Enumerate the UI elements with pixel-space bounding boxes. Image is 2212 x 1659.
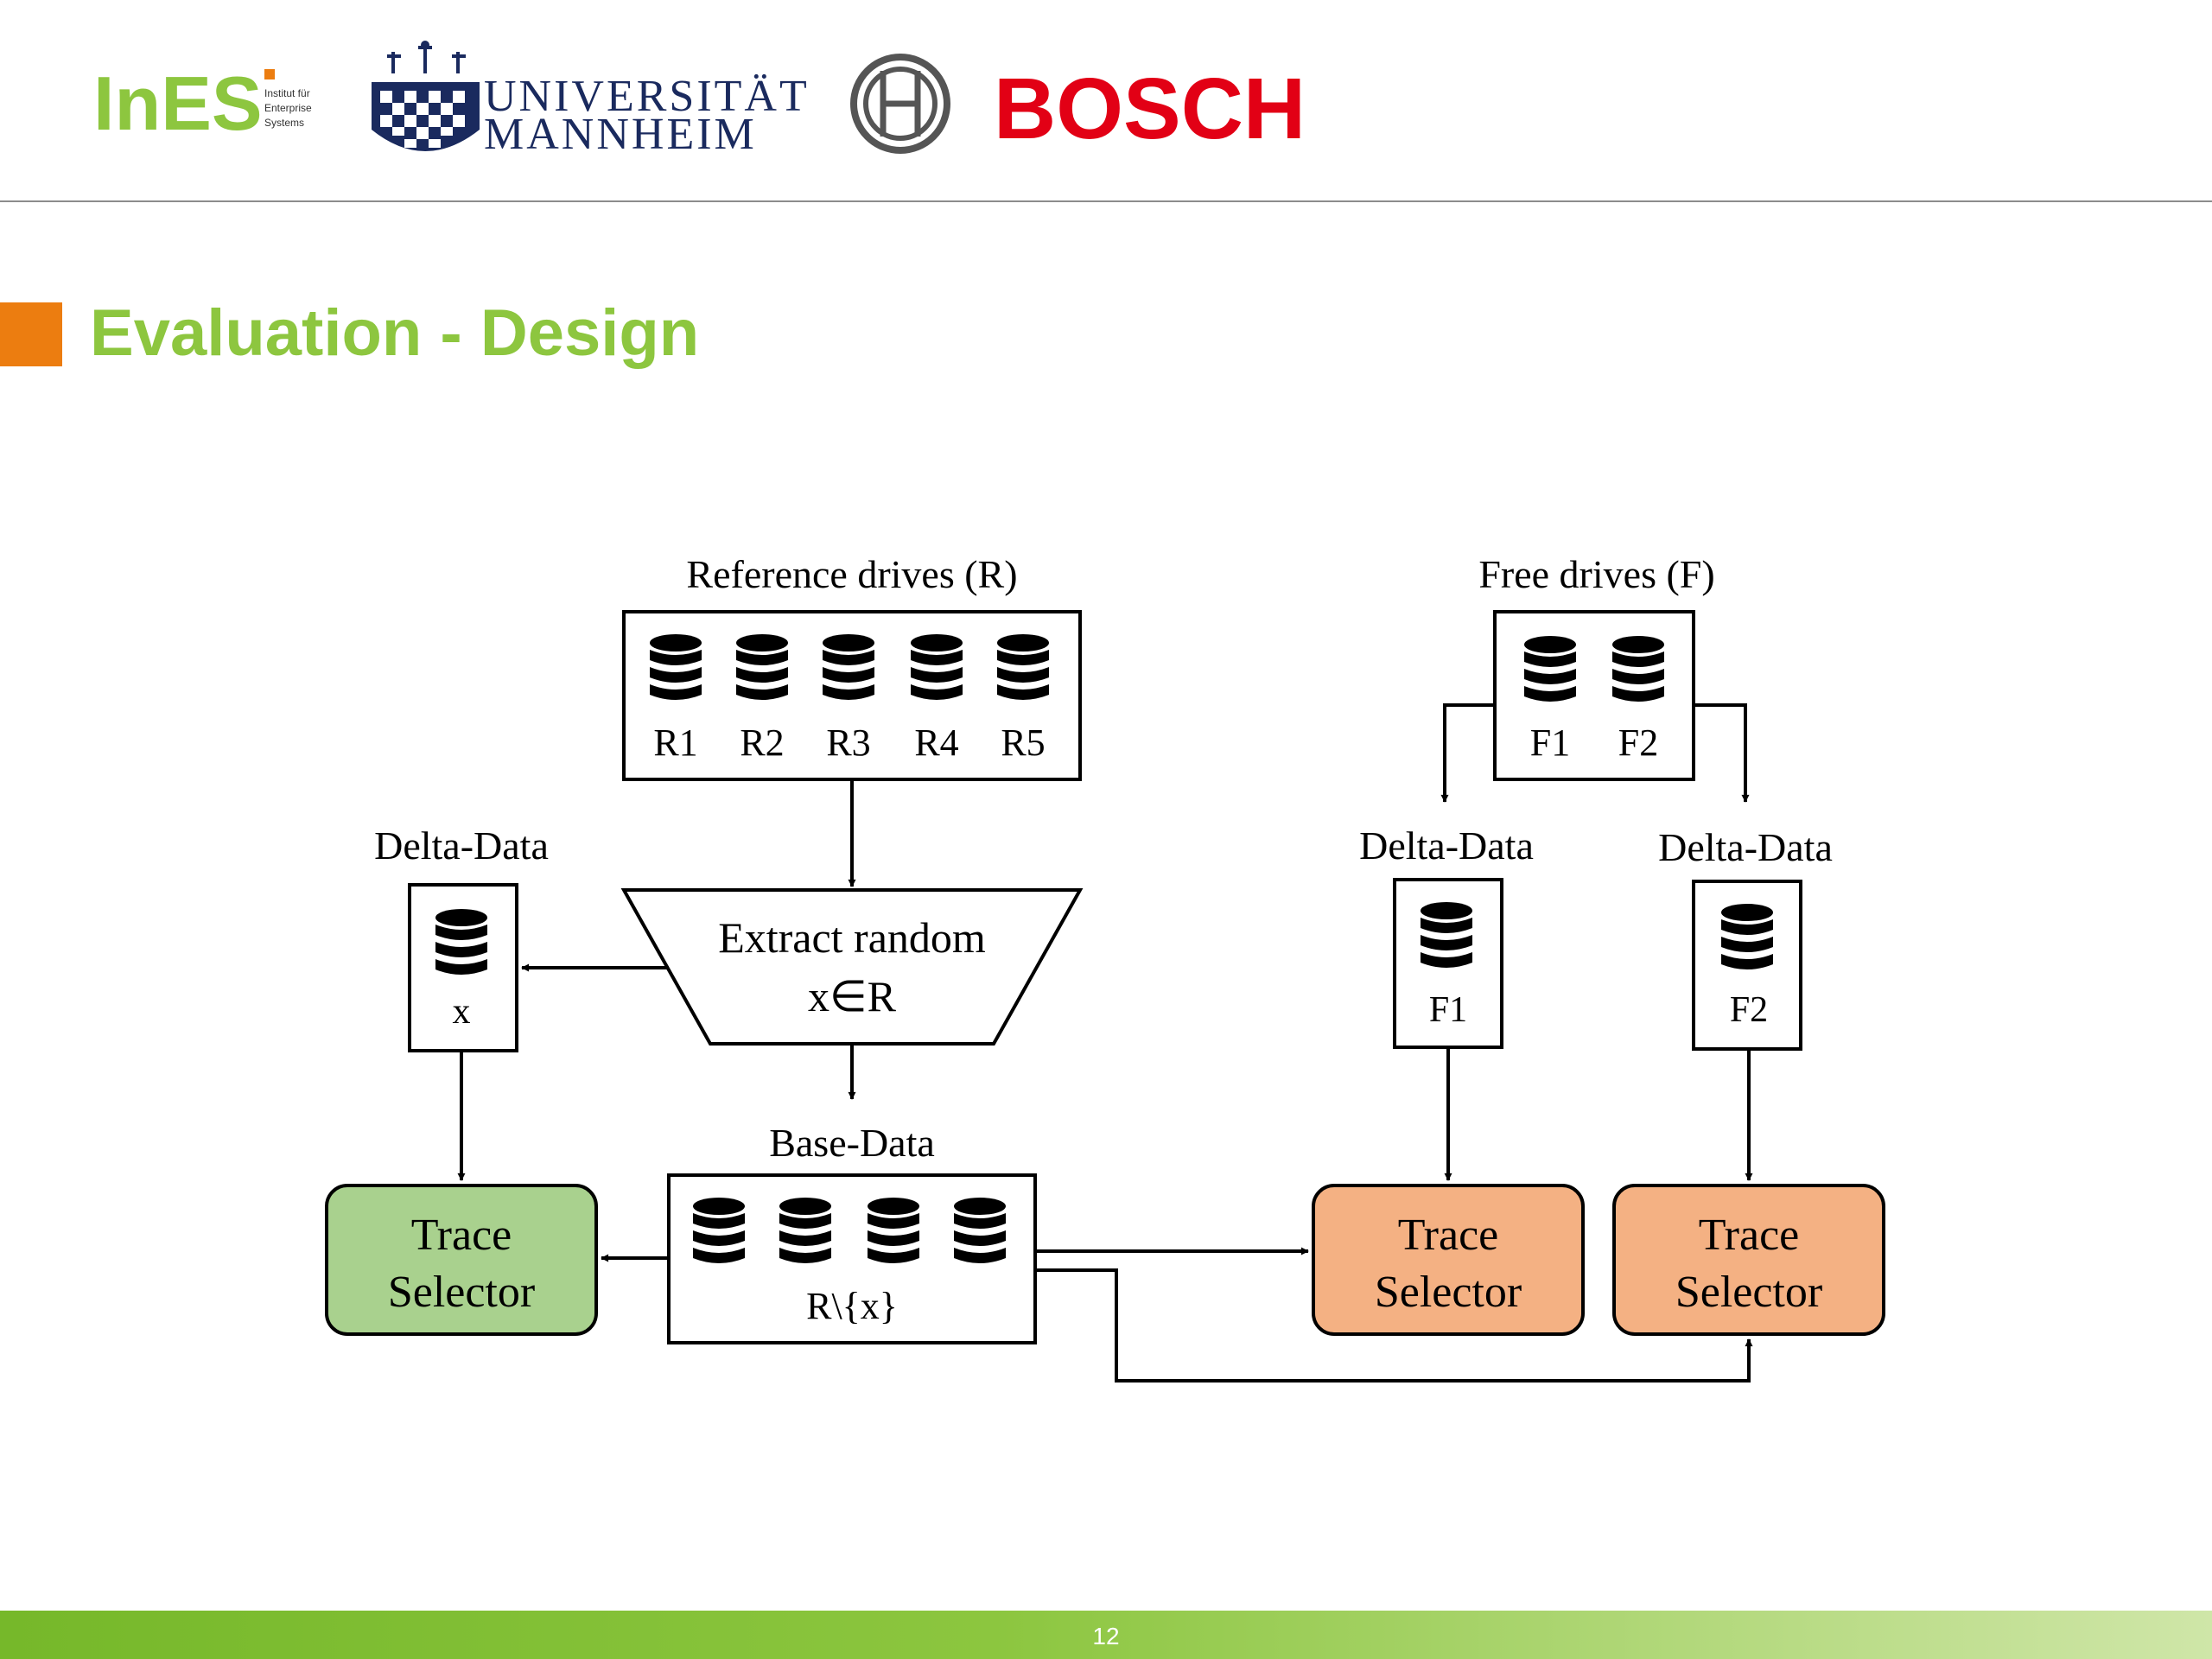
ines-sub-3: Systems (264, 117, 304, 129)
slide-header: InES Institut für Enterprise Systems UNI… (0, 0, 2212, 200)
arrow-free-to-delta-f1 (1440, 703, 1495, 803)
delta-data-f1-label: Delta-Data (1359, 823, 1534, 868)
trace-selector-line-2: Selector (388, 1268, 535, 1317)
reference-drives-group: Reference drives (R) R1 R2 R3 R4 R5 (622, 552, 1082, 781)
uni-crest-icon (372, 41, 480, 151)
bosch-armature-icon (850, 54, 950, 154)
bosch-logo: BOSCH (850, 54, 1306, 157)
base-data-label: Base-Data (769, 1121, 935, 1165)
delta-data-x-item: x (453, 992, 471, 1032)
uni-mannheim-logo: UNIVERSITÄT MANNHEIM (372, 41, 810, 159)
connectors (457, 703, 1753, 1382)
free-drives-label: Free drives (F) (1478, 552, 1714, 596)
extract-line-2: x∈R (808, 972, 897, 1020)
delta-data-f2-group: Delta-Data F2 (1658, 825, 1833, 1051)
base-data-item: R\{x} (806, 1285, 898, 1327)
drive-label-f1: F1 (1530, 721, 1570, 764)
trace-selector-f1: Trace Selector (1312, 1184, 1585, 1336)
delta-data-f2-label: Delta-Data (1658, 825, 1833, 869)
ines-logo-text: InES (93, 60, 263, 146)
arrow-base-to-f2-selector (1037, 1268, 1753, 1382)
uni-line-2: MANNHEIM (484, 110, 757, 159)
trace-selector-reference: Trace Selector (325, 1184, 598, 1336)
drive-label-r2: R2 (740, 721, 784, 764)
trace-selector-box (325, 1184, 598, 1336)
extract-trapezoid (620, 888, 1084, 1046)
trace-selector-line-1: Trace (411, 1211, 512, 1260)
trace-selector-line-1: Trace (1699, 1211, 1800, 1260)
delta-data-f2-item: F2 (1730, 990, 1768, 1030)
ines-sub-1: Institut für (264, 87, 310, 99)
trace-selector-line-1: Trace (1398, 1211, 1499, 1260)
base-data-group: Base-Data R\{x} (667, 1121, 1037, 1344)
extract-line-1: Extract random (718, 913, 986, 962)
title-accent-square (0, 302, 62, 366)
drive-label-r1: R1 (653, 721, 697, 764)
ines-accent-square (264, 69, 275, 79)
trace-selector-box (1312, 1184, 1585, 1336)
ines-sub-2: Enterprise (264, 102, 312, 114)
delta-data-f1-item: F1 (1429, 990, 1467, 1030)
drive-label-f2: F2 (1618, 721, 1658, 764)
drive-label-r4: R4 (914, 721, 958, 764)
reference-drives-label: Reference drives (R) (686, 552, 1017, 596)
header-divider (0, 200, 2212, 202)
footer-bar (0, 1611, 2212, 1659)
delta-data-x-label: Delta-Data (374, 823, 549, 868)
ines-logo: InES Institut für Enterprise Systems (93, 60, 312, 146)
delta-data-x-group: Delta-Data x (374, 823, 549, 1052)
trace-selector-f2: Trace Selector (1612, 1184, 1885, 1336)
page-number: 12 (1092, 1623, 1120, 1649)
free-drives-group: Free drives (F) F1 F2 (1478, 552, 1715, 781)
uni-line-1: UNIVERSITÄT (484, 72, 810, 121)
delta-data-f1-group: Delta-Data F1 (1359, 823, 1534, 1049)
bosch-wordmark: BOSCH (994, 60, 1306, 157)
logo-bar: InES Institut für Enterprise Systems UNI… (93, 41, 1306, 159)
trace-selector-line-2: Selector (1375, 1268, 1522, 1317)
drive-label-r3: R3 (826, 721, 870, 764)
slide-title: Evaluation - Design (90, 296, 700, 370)
trace-selector-line-2: Selector (1675, 1268, 1822, 1317)
arrow-free-to-delta-f2 (1694, 703, 1750, 803)
drive-label-r5: R5 (1001, 721, 1045, 764)
extract-random-step: Extract random x∈R (620, 888, 1084, 1046)
trace-selector-box (1612, 1184, 1885, 1336)
